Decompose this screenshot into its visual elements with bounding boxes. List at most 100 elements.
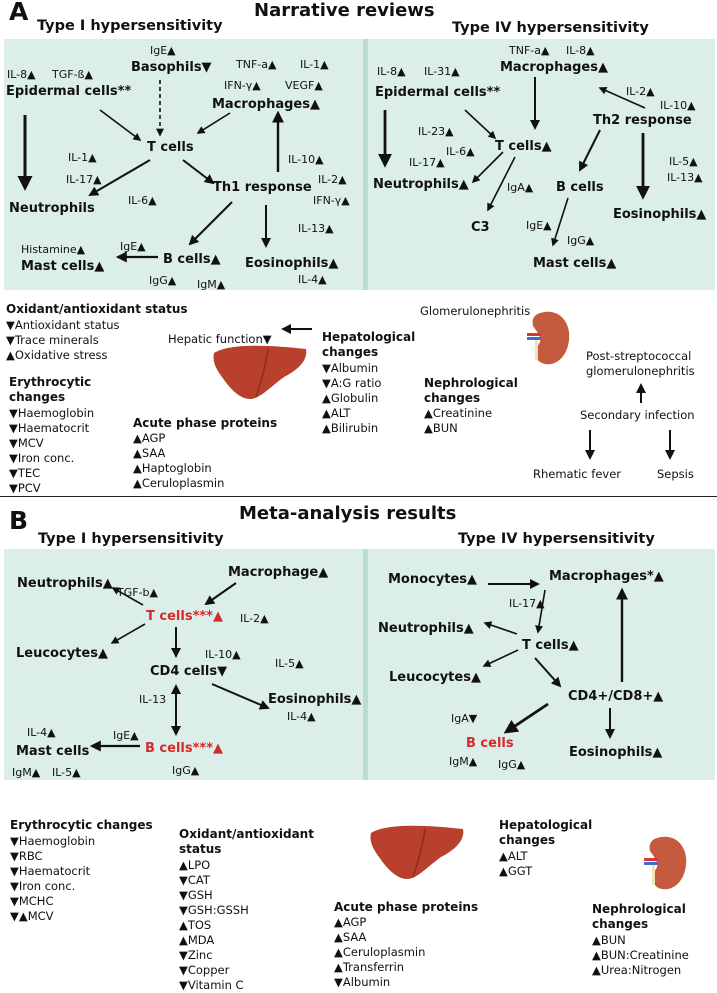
cytokine-il23: IL-23▲	[418, 125, 454, 138]
list-item: ▲Creatinine	[424, 406, 493, 420]
cytokine-iga-4: IgA▲	[507, 181, 534, 194]
cell-macrophages-b4: Macrophages*▲	[549, 569, 664, 584]
a-hepato-list: ▼Albumin ▼A:G ratio ▲Globulin ▲ALT ▲Bili…	[322, 361, 381, 436]
a-nephro-list: ▲Creatinine ▲BUN	[424, 406, 492, 436]
arrow-tcells-leucocytes-b4	[482, 649, 519, 667]
list-item: ▼Haematocrit	[10, 864, 91, 878]
liver-icon	[212, 344, 308, 400]
list-item: ▲AGP	[334, 915, 367, 929]
b-oxidant-list: ▲LPO ▼CAT ▼GSH ▼GSH:GSSH ▲TOS ▲MDA ▼Zinc…	[179, 858, 249, 993]
cytokine-il17-4: IL-17▲	[409, 156, 445, 169]
a-type4-title: Type IV hypersensitivity	[452, 20, 649, 36]
list-item: ▲BUN	[424, 421, 458, 435]
hepatic-function-label: Hepatic function▼	[168, 332, 272, 346]
list-item: ▲Urea:Nitrogen	[592, 963, 682, 977]
cytokine-il13-4: IL-13▲	[667, 171, 703, 184]
panel-divider	[363, 39, 368, 290]
arrow-cd4-eosinophils-b	[211, 683, 270, 710]
section-a-letter: A	[9, 0, 29, 26]
cytokine-il6: IL-6▲	[128, 194, 157, 207]
list-item: ▲BUN	[592, 933, 626, 947]
arrow-tcells-neutrophils-b4	[483, 621, 518, 635]
secondary-infection-label: Secondary infection	[580, 408, 695, 422]
cytokine-il6-4: IL-6▲	[446, 145, 475, 158]
list-item: ▲Bilirubin	[322, 421, 379, 435]
list-item: ▼A:G ratio	[322, 376, 382, 390]
cell-bcells-b: B cells***▲	[145, 741, 223, 756]
cytokine-il1: IL-1▲	[300, 58, 329, 71]
cytokine-il10-b: IL-10▲	[205, 648, 241, 661]
cell-basophils: Basophils▼	[131, 60, 212, 75]
cytokine-il17-b4: IL-17▲	[509, 597, 545, 610]
list-item: ▲Globulin	[322, 391, 379, 405]
cytokine-il2-4: IL-2▲	[626, 85, 655, 98]
b-acute-list: ▲AGP ▲SAA ▲Ceruloplasmin ▲Transferrin ▼A…	[334, 915, 425, 990]
cytokine-igm-b4: IgM▲	[449, 755, 478, 768]
list-item: ▲MDA	[179, 933, 215, 947]
arrow-cd4cd8-bcells-b4	[503, 702, 549, 734]
list-item: ▲Oxidative stress	[6, 348, 108, 362]
cytokine-histamine: Histamine▲	[21, 243, 86, 256]
list-item: ▼RBC	[10, 849, 43, 863]
kidney-icon-b	[644, 836, 687, 890]
cell-mast: Mast cells▲	[21, 259, 105, 274]
cytokine-il5-left-b: IL-5▲	[52, 766, 81, 779]
cytokine-vegf: VEGF▲	[285, 79, 323, 92]
a-nephro-title: Nephrological changes	[424, 376, 518, 405]
section-b-letter: B	[9, 506, 29, 535]
list-item: ▼TEC	[9, 466, 41, 480]
cytokine-igm-b: IgM▲	[12, 766, 41, 779]
cell-cd4-b: CD4 cells▼	[150, 664, 228, 679]
list-item: ▲GGT	[499, 864, 533, 878]
list-item: ▼Haematocrit	[9, 421, 90, 435]
arrow-macrophages-tcells	[196, 112, 231, 134]
panel-a-type1	[4, 39, 365, 290]
list-item: ▼CAT	[179, 873, 210, 887]
arrow-th2-bcells-4	[579, 129, 601, 172]
rheumatic-fever-label: Rhematic fever	[533, 467, 622, 481]
list-item: ▲TOS	[179, 918, 212, 932]
list-item: ▼Haemoglobin	[10, 834, 96, 848]
list-item: ▼Vitamin C	[179, 978, 244, 992]
poststrep-label-2: glomerulonephritis	[586, 364, 695, 378]
b-type4-title: Type IV hypersensitivity	[458, 531, 655, 547]
cell-mast-4: Mast cells▲	[533, 256, 617, 271]
cytokine-ige-4: IgE▲	[526, 219, 552, 232]
list-item: ▼Copper	[179, 963, 230, 977]
cell-mast-b: Mast cells	[16, 744, 90, 759]
cytokine-il31: IL-31▲	[424, 65, 460, 78]
cell-eosinophils-b4: Eosinophils▲	[569, 745, 663, 760]
list-item: ▲LPO	[179, 858, 211, 872]
list-item: ▼GSH	[179, 888, 213, 902]
cell-macrophages: Macrophages▲	[212, 97, 320, 112]
cytokine-ifny2: IFN-γ▲	[313, 194, 350, 207]
a-hepato-title: Hepatological changes	[322, 330, 416, 359]
list-item: ▼Albumin	[334, 975, 391, 989]
cytokine-ige-b: IgE▲	[113, 729, 139, 742]
section-a-title: Narrative reviews	[254, 0, 435, 21]
b-nephro-list: ▲BUN ▲BUN:Creatinine ▲Urea:Nitrogen	[592, 933, 689, 978]
list-item: ▲ALT	[499, 849, 528, 863]
cell-bcells: B cells▲	[163, 252, 221, 267]
liver-icon-b	[369, 824, 465, 880]
cell-macrophages-4: Macrophages▲	[500, 60, 608, 75]
cell-neutrophils-b: Neutrophils▲	[17, 576, 113, 591]
list-item: ▲SAA	[334, 930, 367, 944]
cytokine-tgfb: TGF-ß▲	[52, 68, 93, 81]
cytokine-ifny: IFN-γ▲	[224, 79, 261, 92]
panel-b-type1	[4, 549, 365, 780]
b-oxidant-title: Oxidant/antioxidant status	[179, 827, 314, 856]
b-erythro-list: ▼Haemoglobin ▼RBC ▼Haematocrit ▼Iron con…	[10, 834, 95, 924]
cytokine-il4: IL-4▲	[298, 273, 327, 286]
a-erythro-list: ▼Haemoglobin ▼Haematocrit ▼MCV ▼Iron con…	[9, 406, 94, 496]
b-erythro-title: Erythrocytic changes	[10, 818, 153, 832]
cytokine-il1-b: IL-1▲	[68, 151, 97, 164]
cell-neutrophils-4: Neutrophils▲	[373, 177, 469, 192]
cell-eosinophils-b: Eosinophils▲	[268, 692, 362, 707]
list-item: ▼MCHC	[10, 894, 54, 908]
list-item: ▲Ceruloplasmin	[334, 945, 426, 959]
kidney-icon	[527, 311, 570, 365]
list-item: ▼Iron conc.	[9, 451, 75, 465]
section-b-title: Meta-analysis results	[239, 503, 457, 524]
